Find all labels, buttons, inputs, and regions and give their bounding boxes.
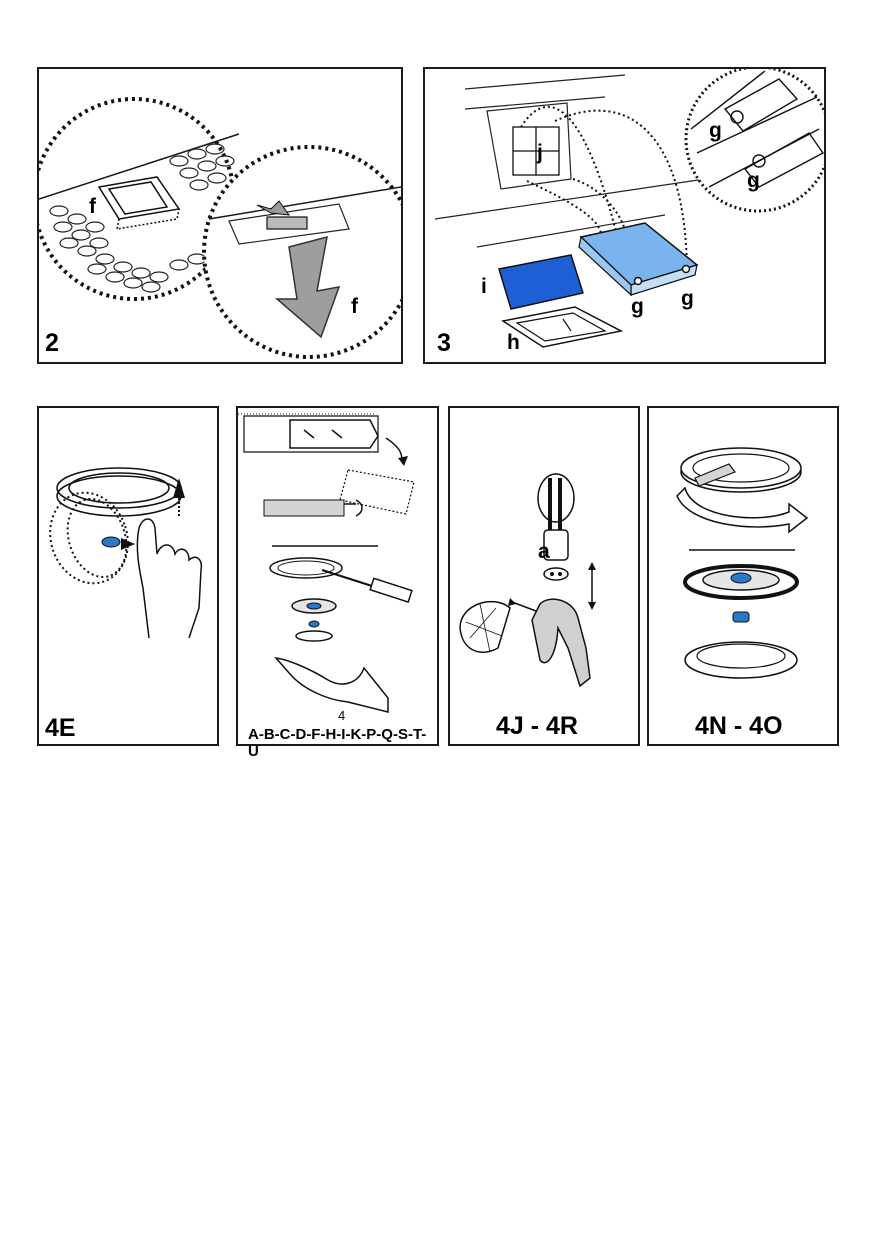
figure-number: 4 <box>338 708 346 723</box>
hand-outline <box>136 518 203 639</box>
bulb-icon <box>101 536 121 548</box>
callout-a: a <box>538 540 550 563</box>
callout-g1: g <box>631 295 644 318</box>
callout-g2: g <box>681 287 694 310</box>
carbon-filter-left <box>498 254 624 348</box>
callout-i: i <box>481 275 487 298</box>
panel-number: 4N - 4O <box>695 712 783 740</box>
filter-housing-grid <box>512 126 560 176</box>
hand-outline <box>531 598 591 688</box>
down-arrow <box>274 235 341 339</box>
g4-bulb-icon <box>732 611 750 623</box>
lamp-replacement-illustration <box>238 413 415 713</box>
panel-2: f f 2 <box>37 67 403 364</box>
spotlight-ring-removal-illustration <box>676 447 809 679</box>
callout-g4: g <box>747 169 760 192</box>
panel-4n-4o: 4N - 4O <box>647 406 839 746</box>
panel-number: 4E <box>45 714 76 742</box>
panel-number: 4J - 4R <box>496 712 578 740</box>
hand-outline <box>274 656 389 713</box>
callout-j: j <box>537 141 543 164</box>
panel-number: 3 <box>437 329 451 357</box>
callout-f-right: f <box>351 295 358 318</box>
panel-3: j i h g g g g 3 <box>423 67 826 364</box>
panel-4e: 4E <box>37 406 219 746</box>
right-arrow <box>121 538 135 550</box>
lamp-ring-removal-illustration <box>49 467 203 639</box>
panel-4j-4r: a 4J - 4R <box>448 406 640 746</box>
model-list: A-B-C-D-F-H-I-K-P-Q-S-T-U <box>248 726 427 760</box>
perforated-vent-holes <box>49 143 235 293</box>
filter-handle-slot <box>97 176 181 230</box>
carbon-filter-right <box>578 222 699 297</box>
panel-4-lamps: 4 A-B-C-D-F-H-I-K-P-Q-S-T-U <box>236 406 439 760</box>
lamp-holder <box>543 529 569 561</box>
grease-filter-release-illustration <box>39 97 401 359</box>
callout-f-left: f <box>89 195 96 218</box>
rotate-arrow <box>676 486 809 534</box>
screwdriver-icon <box>321 569 373 587</box>
callout-g3: g <box>709 119 722 142</box>
up-arrow <box>173 478 185 498</box>
panel-number: 2 <box>45 329 59 357</box>
callout-h: h <box>507 331 520 354</box>
halogen-lamp <box>263 499 345 517</box>
carbon-filter-fitting-illustration <box>434 69 824 348</box>
gu10-lamp-replacement-illustration <box>459 473 596 688</box>
